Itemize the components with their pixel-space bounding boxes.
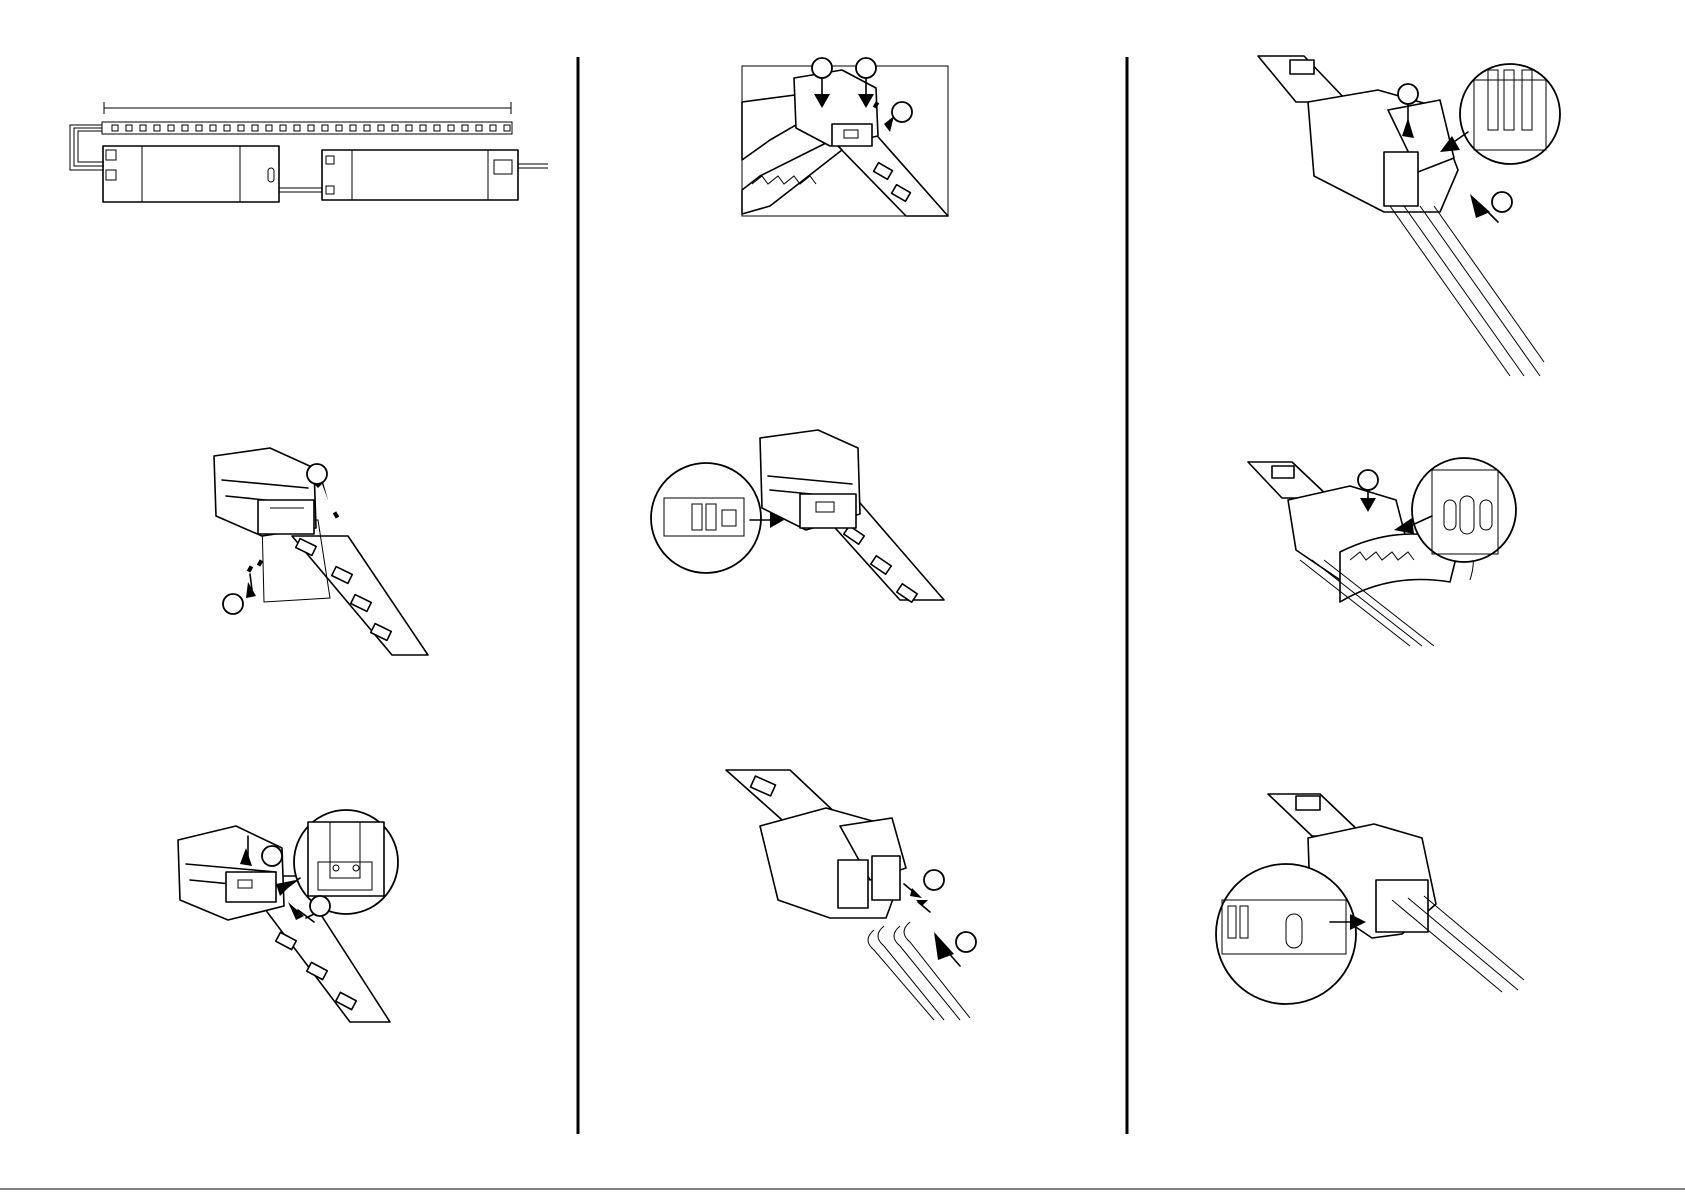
- zoom-detail-circle: [1460, 64, 1560, 164]
- step-marker: [310, 896, 330, 916]
- led-chip: [252, 125, 258, 131]
- led-chip: [490, 125, 496, 131]
- step-marker: [223, 594, 243, 614]
- led-chip: [126, 125, 132, 131]
- led-chip: [210, 125, 216, 131]
- step-marker: [924, 870, 944, 890]
- led-chip: [504, 125, 510, 131]
- led-chip: [238, 125, 244, 131]
- led-chip: [336, 125, 342, 131]
- led-chip: [364, 125, 370, 131]
- step-marker: [262, 846, 282, 866]
- connector-open-clips-icon: [214, 448, 428, 655]
- connector-wire-clamp-icon: [1258, 56, 1560, 376]
- step-marker: [856, 58, 876, 78]
- led-chip: [420, 125, 426, 131]
- pliers-press-connector-icon: [742, 58, 948, 216]
- led-chip: [350, 125, 356, 131]
- step-marker: [892, 102, 912, 122]
- step-marker: [1358, 470, 1378, 490]
- led-chip: [154, 125, 160, 131]
- led-chip: [182, 125, 188, 131]
- led-chip: [462, 125, 468, 131]
- led-chip: [378, 125, 384, 131]
- connector-wire-finished-check-icon: [1216, 794, 1524, 1004]
- zoom-detail-circle: [1412, 458, 1516, 562]
- step-marker: [956, 932, 976, 952]
- step-marker: [812, 58, 832, 78]
- connector-closed-check-icon: [651, 430, 944, 602]
- led-chip: [266, 125, 272, 131]
- led-chip: [224, 125, 230, 131]
- led-strip-driver-wiring-diagram-icon: [70, 102, 548, 202]
- led-chip: [280, 125, 286, 131]
- led-chip: [294, 125, 300, 131]
- connector-insert-wire-icon: [726, 770, 976, 1020]
- led-chip: [168, 125, 174, 131]
- led-chip: [406, 125, 412, 131]
- led-chip: [434, 125, 440, 131]
- step-marker: [307, 464, 327, 484]
- step-marker: [1398, 84, 1418, 104]
- pliers-press-wire-connector-icon: [1248, 458, 1516, 646]
- led-chip: [448, 125, 454, 131]
- led-chip: [196, 125, 202, 131]
- led-chip: [140, 125, 146, 131]
- step-marker: [1492, 192, 1512, 212]
- led-chip: [112, 125, 118, 131]
- led-chip: [308, 125, 314, 131]
- led-chip: [322, 125, 328, 131]
- led-chip: [392, 125, 398, 131]
- led-chip: [476, 125, 482, 131]
- connector-insert-strip-icon: [178, 810, 398, 1022]
